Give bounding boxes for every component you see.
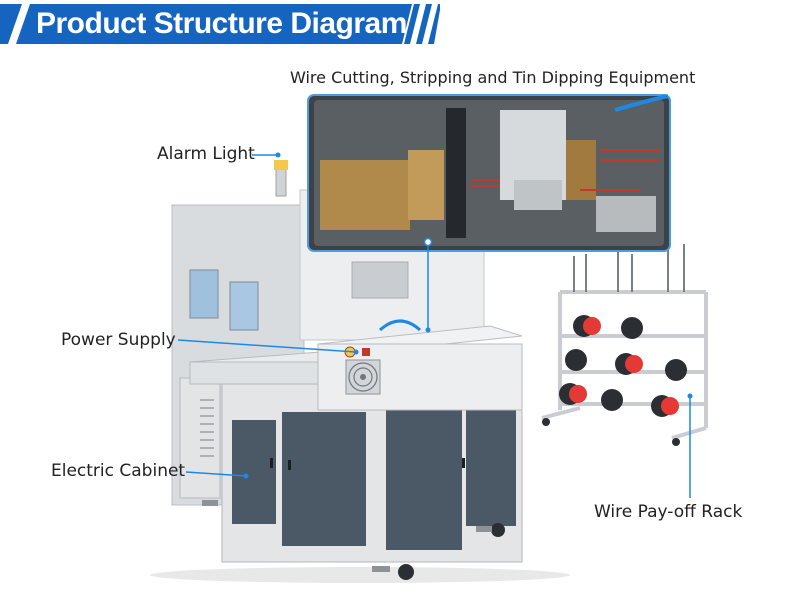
label-electric-cabinet: Electric Cabinet: [51, 461, 186, 481]
title-banner: [0, 4, 440, 44]
label-wire-payoff-rack: Wire Pay-off Rack: [594, 502, 743, 522]
diagram-title: Product Structure Diagram: [36, 7, 407, 40]
label-cutting-stripping-equipment: Wire Cutting, Stripping and Tin Dipping …: [290, 68, 696, 87]
label-power-supply: Power Supply: [61, 330, 176, 350]
label-alarm-light: Alarm Light: [157, 144, 255, 164]
